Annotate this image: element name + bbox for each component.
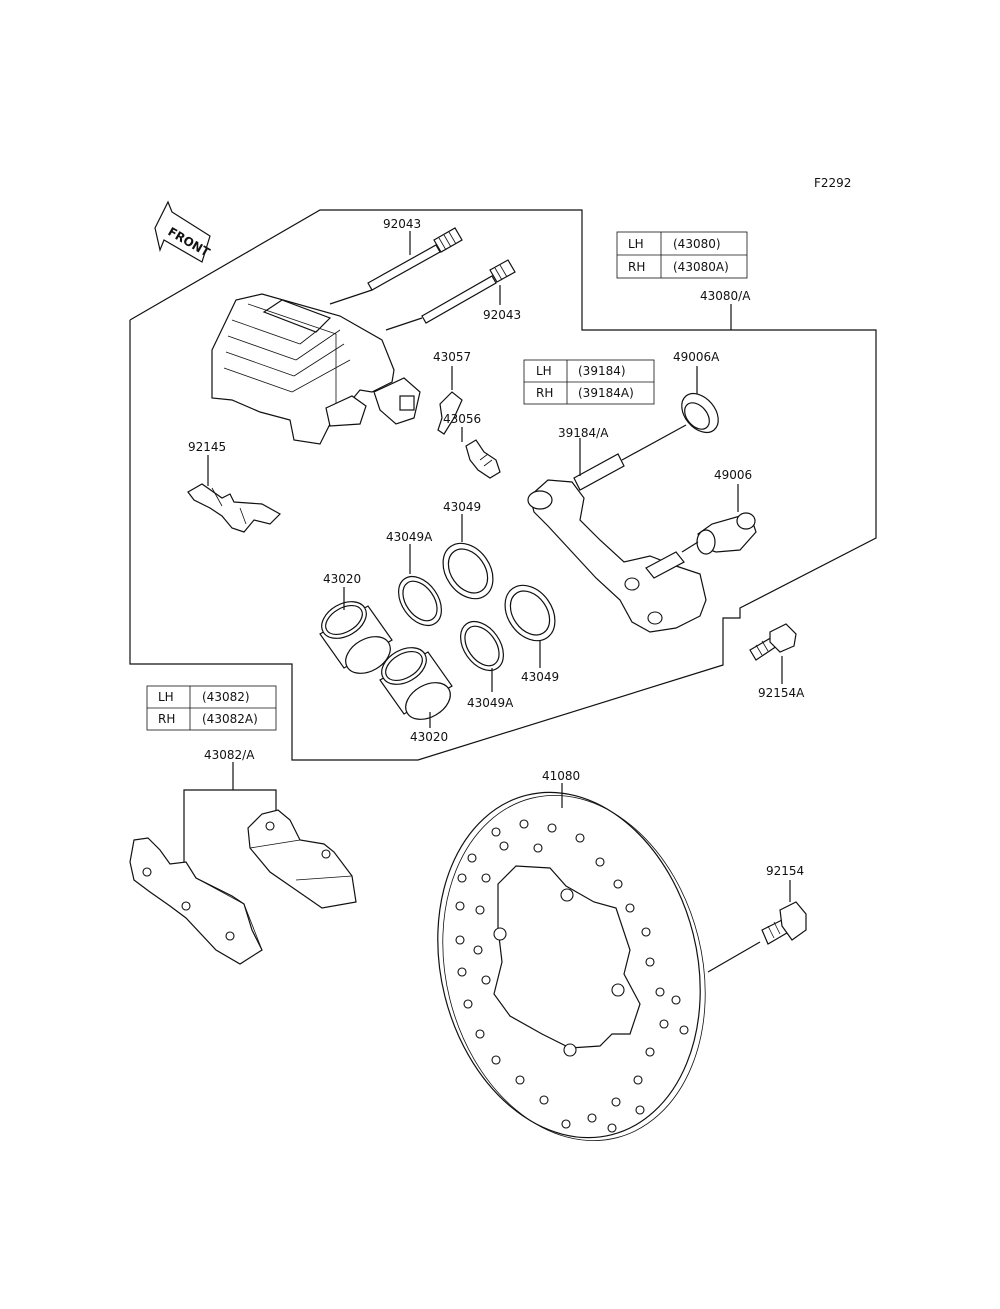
label-49006: 49006 xyxy=(714,468,752,482)
bleeder-valve-43056 xyxy=(461,427,501,479)
label-43049A-upper: 43049A xyxy=(386,530,433,544)
pads-table-lh-part: (43082) xyxy=(202,690,250,704)
label-92154: 92154 xyxy=(766,864,804,878)
bracket-table-rh: RH xyxy=(536,386,553,400)
pads-table-rh: RH xyxy=(158,712,175,726)
label-43020-lower: 43020 xyxy=(410,730,448,744)
bracket-table: LH (39184) RH (39184A) xyxy=(523,359,655,405)
caliper-table-rh: RH xyxy=(628,260,645,274)
label-43049-upper: 43049 xyxy=(443,500,481,514)
label-39184A: 39184/A xyxy=(558,426,609,440)
caliper-body xyxy=(211,293,421,445)
pads-table: LH (43082) RH (43082A) xyxy=(146,685,277,731)
label-43057: 43057 xyxy=(433,350,471,364)
pads-table-rh-part: (43082A) xyxy=(202,712,258,726)
pad-spring-92145 xyxy=(187,455,281,533)
caliper-table-lh-part: (43080) xyxy=(673,237,721,251)
label-41080: 41080 xyxy=(542,769,580,783)
boot-49006A xyxy=(621,366,719,461)
label-43056: 43056 xyxy=(443,412,481,426)
seal-43049-lower xyxy=(504,584,556,668)
label-43082A: 43082/A xyxy=(204,748,255,762)
label-43049-lower: 43049 xyxy=(521,670,559,684)
bleeder-cap-43057 xyxy=(437,366,463,435)
bracket-table-lh: LH xyxy=(536,364,552,378)
label-92043-lower: 92043 xyxy=(483,308,521,322)
label-92154A: 92154A xyxy=(758,686,805,700)
seal-43049-upper xyxy=(442,514,494,600)
piston-43020-upper xyxy=(319,587,393,674)
piston-43020-lower xyxy=(379,647,453,728)
bolt-92154 xyxy=(707,880,807,973)
caliper-assembly-outline xyxy=(129,209,877,761)
label-43020-upper: 43020 xyxy=(323,572,361,586)
label-43049A-lower: 43049A xyxy=(467,696,514,710)
caliper-table-lh: LH xyxy=(628,237,644,251)
pin-boot-49006 xyxy=(681,484,757,555)
label-49006A: 49006A xyxy=(673,350,720,364)
diagram-code: F2292 xyxy=(814,176,851,190)
seal-43049A-lower xyxy=(460,620,504,692)
brake-pad-right xyxy=(247,809,357,909)
caliper-table-rh-part: (43080A) xyxy=(673,260,729,274)
label-92145: 92145 xyxy=(188,440,226,454)
label-92043-upper: 92043 xyxy=(383,217,421,231)
caliper-table: LH (43080) RH (43080A) xyxy=(616,231,748,279)
bracket-39184A xyxy=(527,438,707,633)
bracket-table-lh-part: (39184) xyxy=(578,364,626,378)
pads-table-lh: LH xyxy=(158,690,174,704)
pin-92043-upper xyxy=(329,227,463,305)
brake-pad-left xyxy=(129,837,263,965)
bracket-table-rh-part: (39184A) xyxy=(578,386,634,400)
bolt-92154A xyxy=(749,623,797,684)
label-43080A: 43080/A xyxy=(700,289,751,303)
brake-disc-41080 xyxy=(437,783,706,1142)
disc-vent-holes xyxy=(455,819,689,1133)
seal-43049A-upper xyxy=(398,544,442,627)
pin-92043-lower xyxy=(385,259,516,331)
front-arrow-icon: FRONT xyxy=(154,200,213,263)
